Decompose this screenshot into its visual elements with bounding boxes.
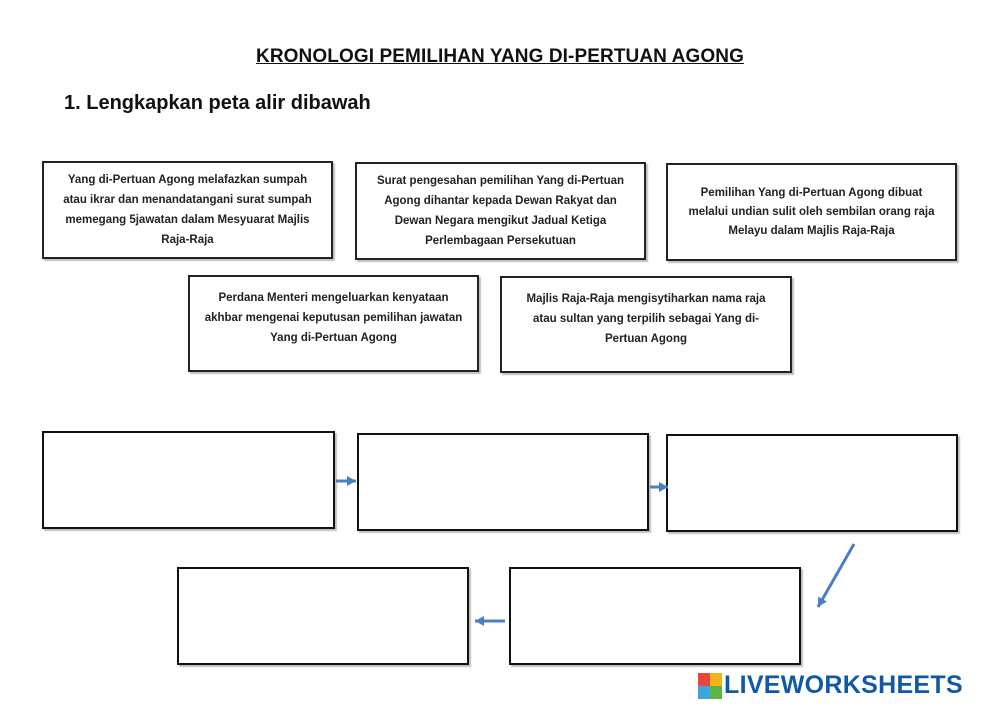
arrow-1-to-2-head (347, 476, 356, 486)
flow-slot-2[interactable] (357, 433, 649, 531)
flow-slot-5[interactable] (177, 567, 469, 665)
statement-card-3[interactable]: Pemilihan Yang di-Pertuan Agong dibuat m… (666, 163, 957, 261)
arrow-4-to-5-head (475, 616, 484, 626)
flow-slot-3[interactable] (666, 434, 958, 532)
brand-name: LIVEWORKSHEETS (724, 671, 963, 699)
arrow-3-to-4 (816, 543, 856, 608)
instruction-text: 1. Lengkapkan peta alir dibawah (64, 92, 371, 114)
statement-card-4[interactable]: Perdana Menteri mengeluarkan kenyataan a… (188, 275, 479, 372)
flow-slot-4[interactable] (509, 567, 801, 665)
liveworksheets-brand: LIVEWORKSHEETS (698, 671, 963, 700)
flow-slot-1[interactable] (42, 431, 335, 529)
statement-card-2[interactable]: Surat pengesahan pemilihan Yang di-Pertu… (355, 162, 646, 260)
statement-card-1[interactable]: Yang di-Pertuan Agong melafazkan sumpah … (42, 161, 333, 259)
arrow-3-to-4-head (818, 596, 827, 607)
statement-card-5[interactable]: Majlis Raja-Raja mengisytiharkan nama ra… (500, 276, 792, 373)
liveworksheets-logo-icon (698, 672, 722, 699)
worksheet-title: KRONOLOGI PEMILIHAN YANG DI-PERTUAN AGON… (256, 46, 744, 67)
